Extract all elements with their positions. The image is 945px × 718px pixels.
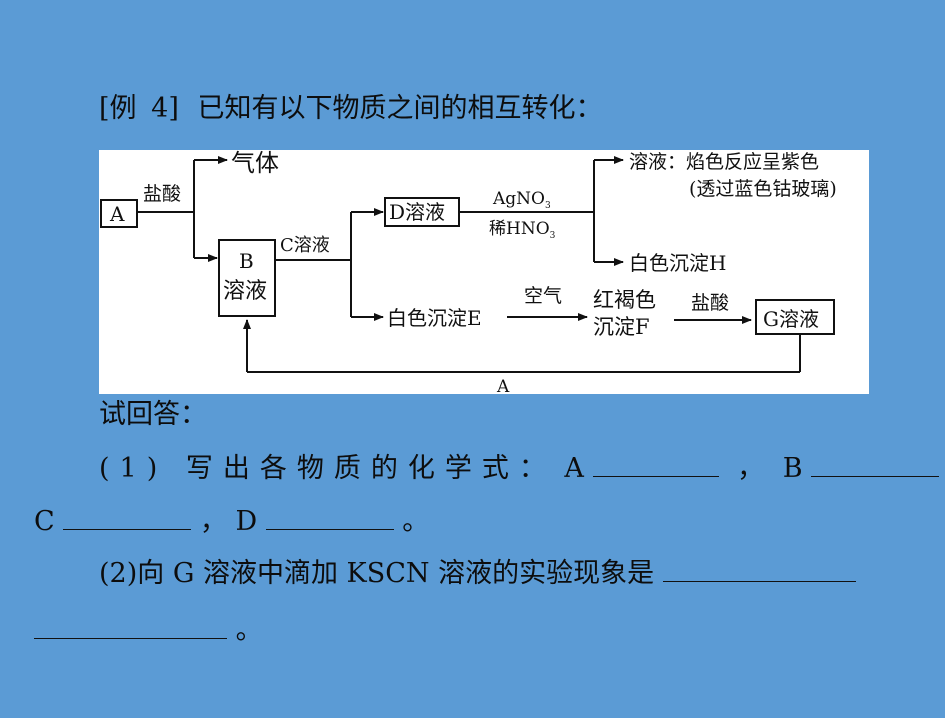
node-f-line1: 红褐色 (593, 288, 656, 312)
question-1-line2: C ， D 。 (34, 503, 429, 539)
node-g-box (755, 299, 835, 335)
reagent-air: 空气 (524, 285, 562, 307)
node-b-line2: 溶液 (223, 279, 267, 304)
question-2-line: (2)向 G 溶液中滴加 KSCN 溶液的实验现象是 (99, 555, 856, 591)
end-mark-2: 。 (235, 615, 263, 646)
example-tag: [例 (99, 93, 137, 124)
answer-d-blank[interactable] (265, 503, 394, 530)
reagent-hno3: 稀HNO3 (489, 219, 556, 241)
comma-1: ， (737, 453, 765, 484)
node-b-box (218, 239, 276, 317)
return-label-a: A (496, 377, 510, 394)
label-c-solution: C溶液 (280, 235, 330, 256)
result-solution-line1: 溶液：焰色反应呈紫色 (629, 151, 819, 173)
result-solution-line2: (透过蓝色钴玻璃) (689, 178, 837, 200)
node-a-box (100, 199, 138, 228)
reaction-diagram: A 盐酸 气体 B 溶液 C溶液 D溶液 AgNO3 稀HNO3 溶液：焰色反应… (99, 149, 869, 397)
answer-a-blank[interactable] (592, 450, 719, 477)
question-2-line2: 。 (34, 612, 263, 648)
example-intro: 已知有以下物质之间的相互转化： (197, 93, 603, 124)
label-c: C (34, 506, 55, 537)
example-number: 4] (151, 93, 179, 124)
answer-b-blank[interactable] (811, 450, 940, 477)
node-b-line1: B (239, 249, 254, 273)
comma-3: ， (199, 506, 227, 537)
node-e-label: 白色沉淀E (387, 306, 482, 330)
reagent-hcl-1: 盐酸 (143, 183, 181, 205)
answer-2-blank-b[interactable] (34, 612, 227, 639)
node-a-label: A (109, 202, 125, 226)
node-d-label: D溶液 (389, 200, 445, 224)
example-heading: [例 4] 已知有以下物质之间的相互转化： (99, 92, 602, 126)
reagent-agno3: AgNO3 (492, 189, 551, 211)
result-precipitate-h: 白色沉淀H (629, 251, 726, 275)
label-b: B (782, 453, 803, 484)
answer-2-blank-a[interactable] (662, 555, 856, 582)
product-gas: 气体 (231, 150, 279, 177)
end-mark-1: 。 (402, 506, 430, 537)
question-1-prefix: (1) 写出各物质的化学式： (99, 453, 556, 484)
label-a: A (564, 453, 584, 484)
node-g-label: G溶液 (763, 307, 819, 331)
question-2-prefix: (2)向 G 溶液中滴加 KSCN 溶液的实验现象是 (99, 558, 655, 589)
label-d: D (235, 506, 258, 537)
node-f-line2: 沉淀F (593, 315, 650, 339)
reaction-diagram-svg: A 盐酸 气体 B 溶液 C溶液 D溶液 AgNO3 稀HNO3 溶液：焰色反应… (100, 149, 837, 397)
question-prompt: 试回答： (99, 399, 207, 430)
reagent-hcl-2: 盐酸 (691, 292, 729, 314)
answer-c-blank[interactable] (63, 503, 192, 530)
question-1-line: (1) 写出各物质的化学式： A ， B ， (99, 450, 945, 486)
